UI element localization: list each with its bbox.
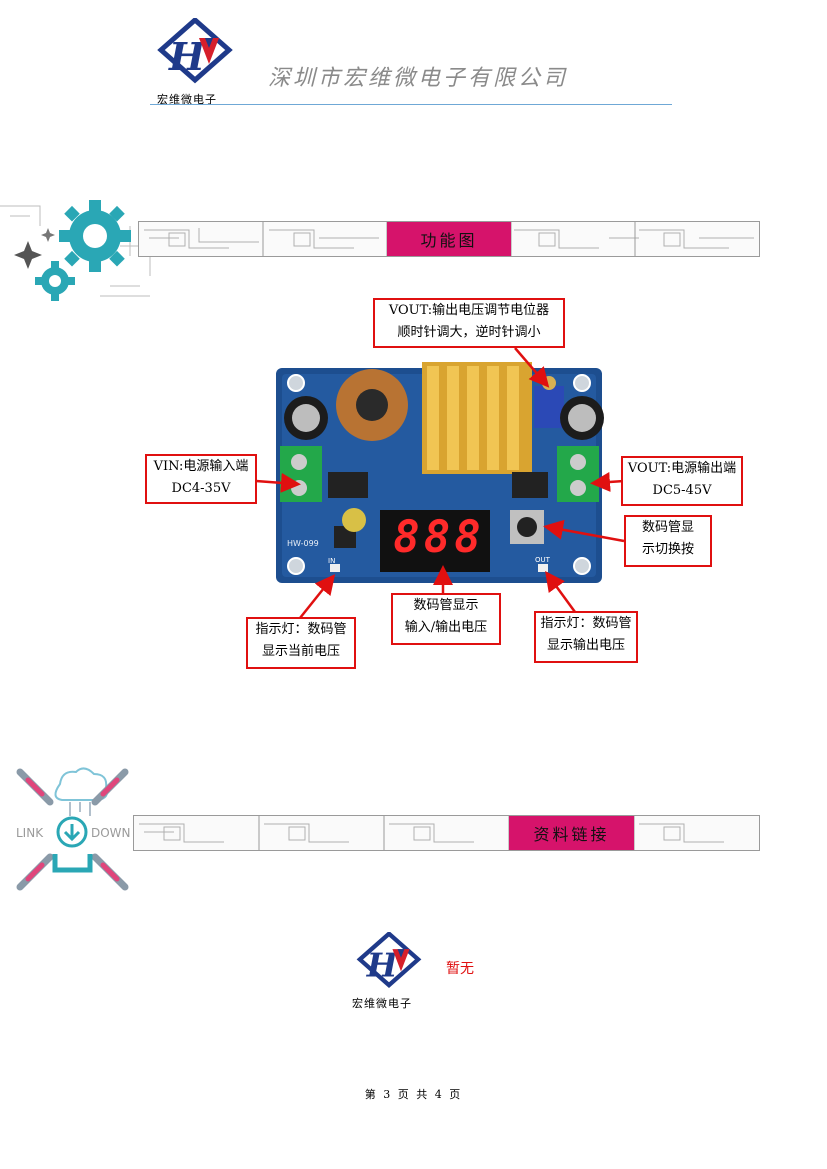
download-logo: H 宏维微电子 <box>350 932 430 1012</box>
callout-led-out: 指示灯：数码管 显示输出电压 <box>534 611 638 663</box>
svg-text:H: H <box>366 946 399 985</box>
company-logo-icon: H <box>157 16 233 84</box>
section-title-function: 功能图 <box>387 222 511 256</box>
icon-link-text: LINK <box>16 826 44 840</box>
gears-icon <box>0 200 151 301</box>
callout-vout: VOUT:电源输出端 DC5-45V <box>621 456 743 506</box>
display-digits: 888 <box>393 512 485 563</box>
link-download-icon <box>16 767 129 891</box>
company-logo-icon: H <box>356 932 422 989</box>
svg-text:H: H <box>168 34 206 79</box>
company-name: 深圳市宏维微电子有限公司 <box>268 66 569 91</box>
callout-button: 数码管显 示切换按 <box>624 515 712 567</box>
logo-caption: 宏维微电子 <box>352 997 412 1010</box>
header-logo: H 宏维微电子 <box>155 16 235 108</box>
section-banner-function: 功能图 <box>138 221 760 257</box>
circuit-pattern <box>139 816 724 850</box>
boost-module-board <box>276 362 604 583</box>
section-banner-links: 资料链接 <box>133 815 760 851</box>
download-status: 暂无 <box>446 961 474 977</box>
icon-down-text: DOWN <box>91 826 131 840</box>
callout-display: 数码管显示 输入/输出电压 <box>391 593 501 645</box>
callout-vout-potentiometer: VOUT:输出电压调节电位器 顺时针调大，逆时针调小 <box>373 298 565 348</box>
circuit-pattern <box>144 222 754 256</box>
callout-vin: VIN:电源输入端 DC4-35V <box>145 454 257 504</box>
callout-led-in: 指示灯：数码管 显示当前电压 <box>246 617 356 669</box>
section-title-links: 资料链接 <box>509 816 634 850</box>
header-divider <box>150 104 672 105</box>
in-label: IN <box>328 557 336 565</box>
board-label: HW-099 <box>287 539 319 548</box>
logo-caption: 宏维微电子 <box>157 93 217 106</box>
callout-arrows <box>255 347 625 619</box>
out-label: OUT <box>535 556 550 564</box>
page-number: 第 3 页 共 4 页 <box>364 1088 463 1101</box>
